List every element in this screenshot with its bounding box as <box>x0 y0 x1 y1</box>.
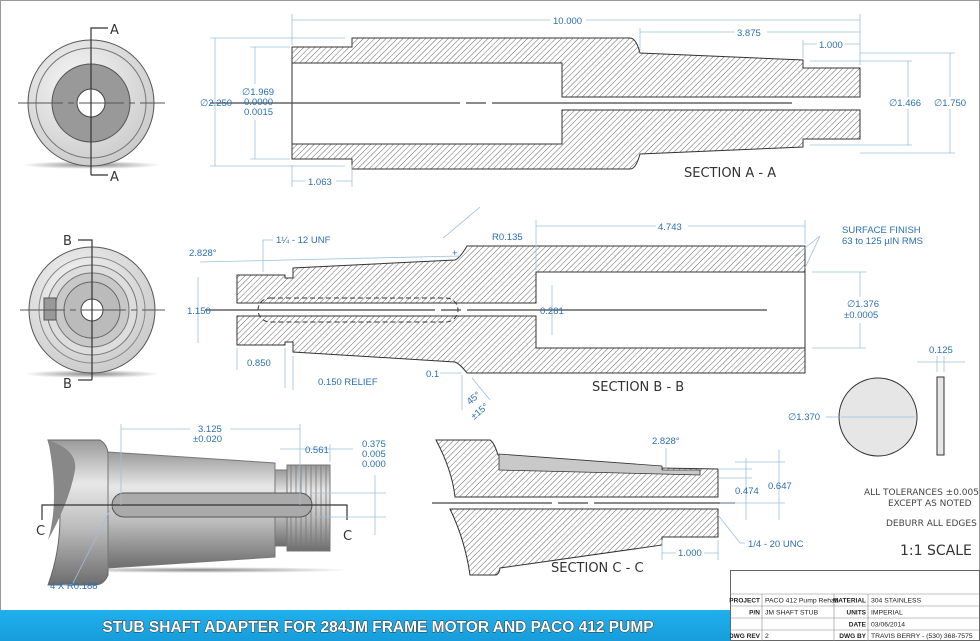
section-c-label: SECTION C - C <box>551 561 644 576</box>
dim-b-dia: 1.150 <box>187 306 211 317</box>
dim-counterbore-length: 1.063 <box>308 177 332 188</box>
project-label: PROJECT <box>729 598 760 605</box>
drawn-by-label: DWG BY <box>839 633 866 640</box>
dim-overall-length: 10.000 <box>553 16 582 27</box>
cut-marker-a-top: A <box>110 23 119 38</box>
dim-thread-dia: ∅1.466 <box>889 98 921 109</box>
surface-finish-title: SURFACE FINISH <box>842 225 921 236</box>
dim-c-thread-length: 1.000 <box>678 548 702 559</box>
note-scale: 1:1 SCALE <box>900 543 972 559</box>
section-a-a: 10.000 3.875 1.000 1.063 ∅2.250 ∅1.969 0… <box>200 14 972 188</box>
dim-bore-dia: ∅1.969 <box>242 87 274 98</box>
note-except: EXCEPT AS NOTED <box>888 499 972 509</box>
project-value: PACO 412 Pump Rehab <box>765 598 839 605</box>
dim-disc-dia: ∅1.370 <box>788 412 820 423</box>
dim-c-slot-tol: ±0.020 <box>193 434 222 445</box>
dim-b-thread: 1¼ - 12 UNF <box>276 235 331 246</box>
dim-c-d1: 0.474 <box>735 486 759 497</box>
dim-c-slot-width: 0.375 <box>362 439 386 450</box>
end-view-b: B B <box>20 234 165 392</box>
disc-part: ∅1.370 0.125 <box>788 345 965 457</box>
cut-marker-c-right: C <box>343 529 352 544</box>
note-deburr: DEBURR ALL EDGES <box>886 519 977 529</box>
dim-b-bore-dia: ∅1.376 <box>847 299 879 310</box>
cut-marker-b-bottom: B <box>63 377 72 392</box>
dim-c-slot-length: 3.125 <box>198 424 222 435</box>
dim-b-angle: 2.828° <box>189 248 217 259</box>
radius-center-mark: + <box>452 248 458 259</box>
dim-disc-thickness: 0.125 <box>929 345 953 356</box>
rev-value: 2 <box>765 633 769 640</box>
dim-c-angle: 2.828° <box>652 436 680 447</box>
date-label: DATE <box>849 622 867 629</box>
units-label: UNITS <box>847 610 867 617</box>
dim-b-radius: R0.135 <box>492 232 523 243</box>
section-c-c: 2.828° 0.474 0.647 1/4 - 20 UNC 1.000 SE… <box>432 436 804 576</box>
title-block: PROJECT PACO 412 Pump Rehab MATERIAL 304… <box>729 570 980 641</box>
dim-c-slot-end: 0.561 <box>305 445 329 456</box>
dim-c-thread: 1/4 - 20 UNC <box>748 539 804 550</box>
section-a-label: SECTION A - A <box>684 166 776 181</box>
dim-taper-length: 3.875 <box>737 28 761 39</box>
dim-bore-tol-lower: 0.0015 <box>244 107 273 118</box>
dim-b-thread-length: 0.850 <box>247 358 271 369</box>
note-tolerances: ALL TOLERANCES ±0.005 <box>864 488 979 498</box>
dim-b-relief: 0.150 RELIEF <box>318 377 378 388</box>
dim-thread-length: 1.000 <box>819 40 843 51</box>
dim-bore-tol-upper: 0.0000 <box>244 97 273 108</box>
rev-label: DWG REV <box>729 633 761 640</box>
end-view-a: A A <box>18 23 165 185</box>
surface-finish-value: 63 to 125 µIN RMS <box>842 236 923 247</box>
title-banner-bg <box>0 610 730 641</box>
material-value: 304 STAINLESS <box>871 598 922 605</box>
dim-b-bore-length: 4.743 <box>658 222 682 233</box>
section-b-b: 2.828° 1¼ - 12 UNF 1.150 0.850 0.150 REL… <box>187 206 923 422</box>
dim-b-hole: 0.281 <box>540 306 564 317</box>
cut-marker-a-bottom: A <box>110 170 119 185</box>
pn-value: JM SHAFT STUB <box>765 610 819 617</box>
dim-c-slot-width-tol1: 0.005 <box>362 449 386 460</box>
material-label: MATERIAL <box>833 598 866 605</box>
dim-end-dia: ∅1.750 <box>934 98 966 109</box>
drawn-by-value: TRAVIS BERRY - (530) 368-7575 <box>871 633 973 640</box>
section-b-label: SECTION B - B <box>592 380 684 395</box>
units-value: IMPERIAL <box>871 610 903 617</box>
cut-marker-b-top: B <box>63 234 72 249</box>
cut-marker-c-left: C <box>36 524 45 539</box>
dim-c-slot-radius: 4 X R0.188 <box>50 581 98 592</box>
dim-b-chamfer: 0.1 <box>426 369 439 380</box>
date-value: 03/06/2014 <box>871 622 905 629</box>
dim-c-slot-width-tol2: 0.000 <box>362 459 386 470</box>
dim-b-bore-tol: ±0.0005 <box>844 310 878 321</box>
dim-outer-dia: ∅2.250 <box>200 98 232 109</box>
title-banner: STUB SHAFT ADAPTER FOR 284JM FRAME MOTOR… <box>102 619 653 636</box>
iso-view-c: C C 3.125 ±0.020 0.561 0.375 0.005 0.000… <box>36 422 386 592</box>
pn-label: P/N <box>749 610 760 617</box>
dim-c-d2: 0.647 <box>768 481 792 492</box>
